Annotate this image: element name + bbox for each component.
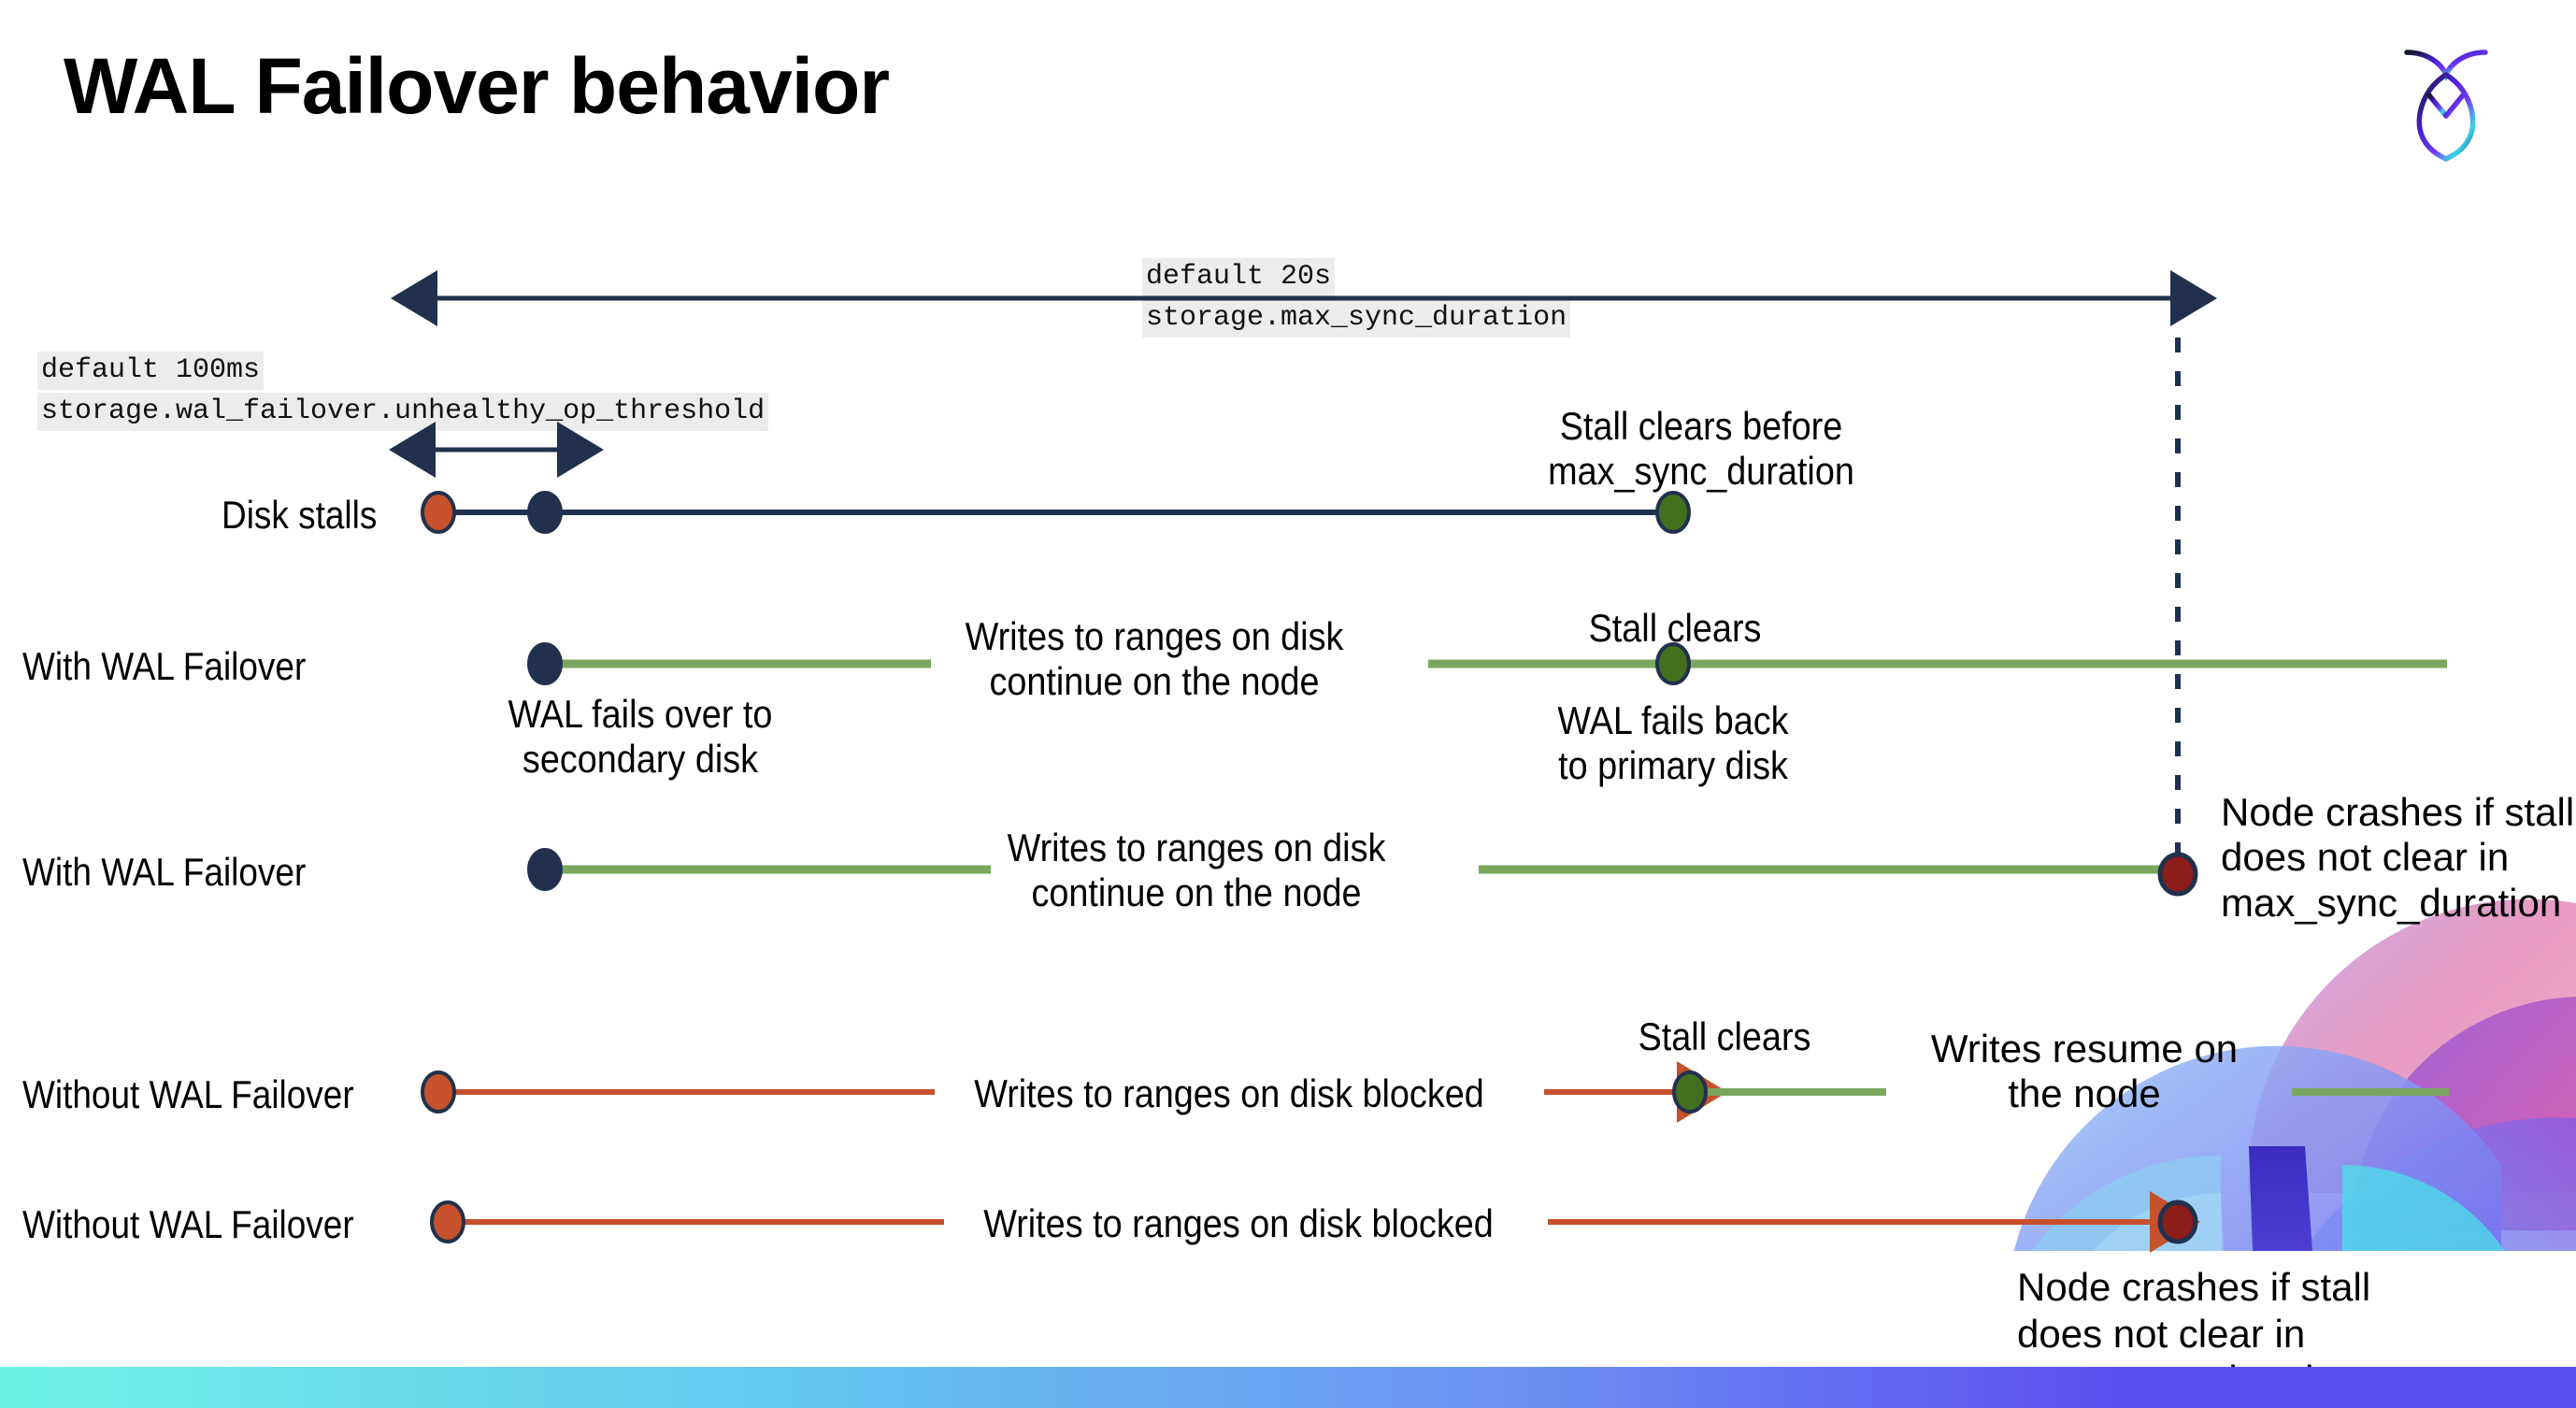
row-disk-stalls-timeline	[421, 491, 1691, 534]
note-stall-clears-row4: Stall clears	[1638, 1014, 1811, 1058]
row-label-disk-stalls: Disk stalls	[222, 493, 378, 537]
marker-wal-failover-navy	[527, 848, 563, 891]
marker-wal-failover-navy	[527, 642, 563, 685]
note-writes-resume-on-node: Writes resume on the node	[1930, 1027, 2239, 1116]
note-wal-fails-over-to-secondary: WAL fails over to secondary disk	[508, 692, 773, 782]
note-wal-fails-back-to-primary: WAL fails back to primary disk	[1557, 698, 1789, 788]
marker-stall-start-orange	[421, 491, 456, 534]
row-label-without-wal-failover-1: Without WAL Failover	[22, 1072, 354, 1116]
cockroachdb-logo-icon	[2376, 26, 2516, 166]
row-with-wal-failover-recovers-timeline	[527, 642, 2447, 685]
marker-stall-clears-green	[1655, 642, 1691, 685]
note-writes-continue-row3: Writes to ranges on disk continue on the…	[1007, 826, 1386, 915]
row-label-with-wal-failover-2: With WAL Failover	[22, 850, 307, 894]
marker-node-crash-red	[2157, 1200, 2198, 1244]
row-with-wal-failover-crashes-timeline	[527, 848, 2198, 897]
row-label-with-wal-failover-1: With WAL Failover	[22, 644, 307, 688]
marker-stall-start-orange	[430, 1200, 465, 1243]
marker-stall-clears-green	[1655, 491, 1691, 534]
marker-failover-navy	[527, 491, 563, 534]
note-writes-continue-row2: Writes to ranges on disk continue on the…	[965, 614, 1344, 704]
note-node-crashes-row3: Node crashes if stall does not clear in …	[2221, 790, 2575, 925]
row-label-without-wal-failover-2: Without WAL Failover	[22, 1202, 354, 1246]
code-chip-unhealthy-default: default 100ms	[37, 352, 265, 390]
marker-stall-clears-green	[1672, 1070, 1708, 1113]
note-stall-clears-before-max-sync: Stall clears before max_sync_duration	[1548, 404, 1854, 494]
note-stall-clears-row2: Stall clears	[1588, 606, 1762, 650]
note-writes-blocked-row4: Writes to ranges on disk blocked	[974, 1071, 1484, 1115]
row-without-wal-failover-crashes-timeline	[430, 1191, 2200, 1253]
page-title: WAL Failover behavior	[64, 42, 890, 130]
marker-node-crash-red	[2157, 852, 2198, 897]
note-writes-blocked-row5: Writes to ranges on disk blocked	[983, 1201, 1494, 1245]
marker-stall-start-orange	[421, 1070, 456, 1113]
row-without-wal-failover-recovers-timeline	[421, 1061, 2449, 1123]
bottom-gradient-bar	[0, 1367, 2576, 1408]
